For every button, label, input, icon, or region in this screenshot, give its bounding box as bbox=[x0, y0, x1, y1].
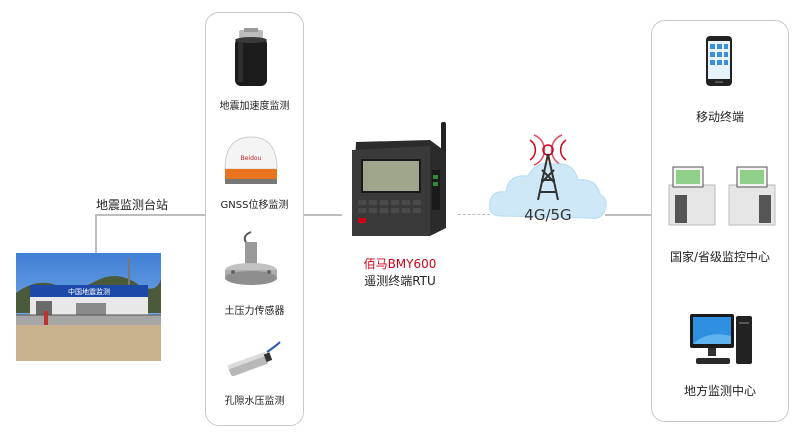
accelerometer-icon bbox=[230, 28, 272, 90]
desktop-computer-icon bbox=[688, 312, 754, 368]
pore-pressure-sensor-icon bbox=[222, 340, 282, 386]
gnss-antenna-icon: Beidou bbox=[222, 135, 280, 187]
gnss-brand-text: Beidou bbox=[241, 155, 262, 162]
station-sign-text: 中国地震监测 bbox=[68, 287, 110, 296]
network-label: 4G/5G bbox=[524, 206, 572, 224]
sensor-label-accel: 地震加速度监测 bbox=[219, 101, 290, 112]
sensor-label-gnss: GNSS位移监测 bbox=[220, 200, 289, 211]
rtu-device bbox=[338, 120, 456, 240]
destination-label-center: 国家/省级监控中心 bbox=[669, 250, 771, 264]
rtu-subtitle: 遥测终端RTU bbox=[364, 274, 436, 288]
network-center-connector bbox=[605, 214, 651, 216]
station-label: 地震监测台站 bbox=[96, 198, 169, 212]
sensor-label-pore: 孔隙水压监测 bbox=[224, 396, 285, 407]
monitoring-center-icon bbox=[663, 165, 781, 227]
sensor-label-pressure: 土压力传感器 bbox=[224, 306, 285, 317]
network-cloud bbox=[486, 120, 610, 240]
destination-label-mobile: 移动终端 bbox=[695, 110, 744, 124]
station-connector-vertical bbox=[95, 215, 97, 253]
station-photo: 中国地震监测 bbox=[16, 253, 161, 361]
rtu-name: 佰马BMY600 bbox=[363, 257, 437, 271]
station-connector-horizontal bbox=[95, 214, 205, 216]
rtu-network-connector bbox=[458, 214, 490, 215]
sensors-rtu-connector bbox=[304, 214, 342, 216]
earth-pressure-sensor-icon bbox=[223, 230, 279, 290]
destination-label-local: 地方监测中心 bbox=[683, 384, 756, 398]
mobile-phone-icon bbox=[705, 35, 733, 87]
